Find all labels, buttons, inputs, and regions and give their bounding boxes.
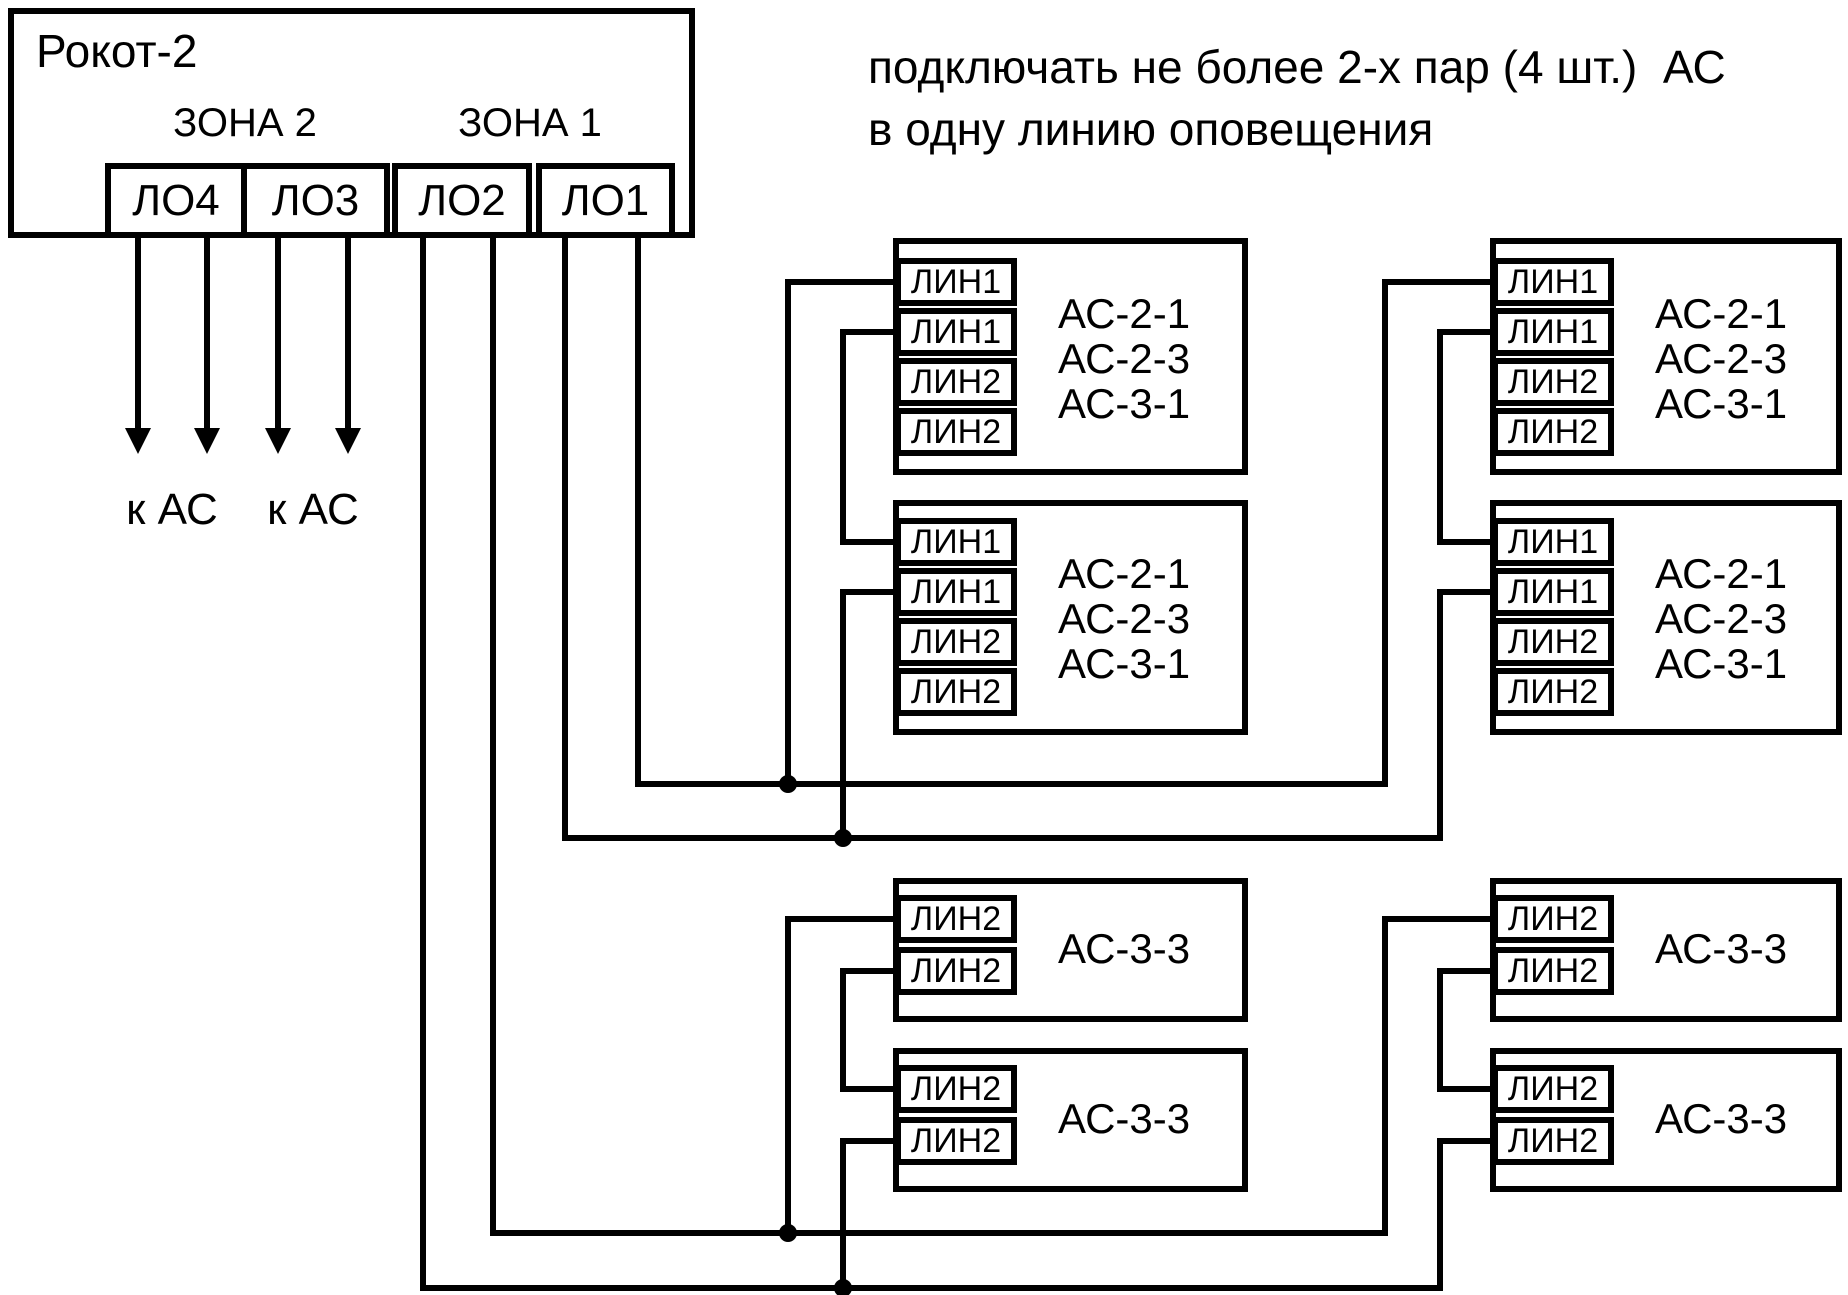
stub-col2-box1-t1 xyxy=(1382,279,1494,285)
branch-col1-box4-t2 xyxy=(840,1138,846,1291)
wire-lo1-b xyxy=(635,238,641,787)
speaker-model-label: АС-2-3 xyxy=(1655,595,1788,642)
arrowhead-icon xyxy=(265,428,291,454)
output-terminal-lo1: ЛО1 xyxy=(536,163,675,238)
terminal-cell: ЛИН1 xyxy=(895,258,1017,306)
stub-col1-box4-t2 xyxy=(840,1138,897,1144)
branch-col2-box3-t1 xyxy=(1382,916,1388,1236)
stub-col2-box1-t2 xyxy=(1437,329,1494,335)
chain-col1-box1-box2 xyxy=(840,329,846,545)
speaker-model-label: АС-3-1 xyxy=(1655,640,1788,687)
stub-col1-box3-t2 xyxy=(840,968,897,974)
speaker-model-label: АС-3-1 xyxy=(1058,640,1191,687)
stub-col2-box4-t1 xyxy=(1437,1086,1494,1092)
speaker-model-label: АС-3-3 xyxy=(1058,1095,1191,1142)
terminal-cell: ЛИН2 xyxy=(1492,618,1614,666)
branch-col1-box3-t1 xyxy=(785,916,791,1236)
stub-col1-box3-t1 xyxy=(785,916,897,922)
speaker-model-label: АС-3-1 xyxy=(1655,380,1788,427)
stub-col1-box1-t1 xyxy=(785,279,897,285)
terminal-cell: ЛИН2 xyxy=(895,947,1017,995)
speaker-model-label: АС-3-1 xyxy=(1058,380,1191,427)
terminal-cell: ЛИН2 xyxy=(895,408,1017,456)
junction-dot xyxy=(779,1224,797,1242)
chain-col2-box3-box4 xyxy=(1437,968,1443,1092)
speaker-model-label: АС-3-3 xyxy=(1655,1095,1788,1142)
arrowhead-icon xyxy=(125,428,151,454)
terminal-cell: ЛИН2 xyxy=(895,358,1017,406)
speaker-model-label: АС-3-3 xyxy=(1655,925,1788,972)
terminal-cell: ЛИН2 xyxy=(895,668,1017,716)
zone1-label: ЗОНА 1 xyxy=(458,101,602,145)
wire-arrow-1 xyxy=(135,238,141,430)
terminal-cell: ЛИН1 xyxy=(1492,518,1614,566)
speaker-model-label: АС-3-3 xyxy=(1058,925,1191,972)
terminal-cell: ЛИН1 xyxy=(895,308,1017,356)
chain-col2-box1-box2 xyxy=(1437,329,1443,545)
note-line-1: подключать не более 2-х пар (4 шт.) АС xyxy=(868,41,1726,93)
stub-col2-box3-t2 xyxy=(1437,968,1494,974)
arrowhead-icon xyxy=(335,428,361,454)
terminal-cell: ЛИН2 xyxy=(1492,668,1614,716)
wire-arrow-3 xyxy=(275,238,281,430)
bus-line2-lower xyxy=(420,1285,1443,1291)
stub-col1-box2-t1 xyxy=(840,539,897,545)
zone2-label: ЗОНА 2 xyxy=(173,101,317,145)
arrowhead-icon xyxy=(194,428,220,454)
terminal-cell: ЛИН1 xyxy=(1492,258,1614,306)
stub-col1-box2-t2 xyxy=(840,589,897,595)
branch-col2-box4-t2 xyxy=(1437,1138,1443,1291)
terminal-cell: ЛИН2 xyxy=(1492,1117,1614,1165)
terminal-cell: ЛИН2 xyxy=(1492,358,1614,406)
bus-line1-lower xyxy=(562,835,1443,841)
terminal-cell: ЛИН2 xyxy=(895,618,1017,666)
branch-col2-box1-t1 xyxy=(1382,279,1388,787)
terminal-cell: ЛИН2 xyxy=(895,1065,1017,1113)
note-line-2: в одну линию оповещения xyxy=(868,103,1434,155)
terminal-cell: ЛИН2 xyxy=(895,1117,1017,1165)
output-terminal-lo3: ЛО3 xyxy=(241,163,390,238)
speaker-model-label: АС-2-3 xyxy=(1058,335,1191,382)
speaker-model-label: АС-2-3 xyxy=(1655,335,1788,382)
terminal-cell: ЛИН1 xyxy=(1492,568,1614,616)
terminal-cell: ЛИН2 xyxy=(1492,1065,1614,1113)
stub-col2-box3-t1 xyxy=(1382,916,1494,922)
stub-col1-box1-t2 xyxy=(840,329,897,335)
terminal-cell: ЛИН2 xyxy=(1492,947,1614,995)
stub-col2-box4-t2 xyxy=(1437,1138,1494,1144)
junction-dot xyxy=(779,775,797,793)
speaker-model-label: АС-2-3 xyxy=(1058,595,1191,642)
bus-line2-upper xyxy=(490,1230,1388,1236)
terminal-cell: ЛИН1 xyxy=(1492,308,1614,356)
branch-col1-box2-t2 xyxy=(840,589,846,841)
terminal-cell: ЛИН1 xyxy=(895,568,1017,616)
speaker-model-label: АС-2-1 xyxy=(1655,550,1788,597)
terminal-cell: ЛИН2 xyxy=(1492,895,1614,943)
to-speakers-label-right: к АС xyxy=(267,485,359,534)
speaker-model-label: АС-2-1 xyxy=(1655,290,1788,337)
stub-col2-box2-t2 xyxy=(1437,589,1494,595)
output-terminal-lo2: ЛО2 xyxy=(392,163,532,238)
junction-dot xyxy=(834,829,852,847)
stub-col2-box2-t1 xyxy=(1437,539,1494,545)
speaker-model-label: АС-2-1 xyxy=(1058,290,1191,337)
output-terminal-lo4: ЛО4 xyxy=(105,163,247,238)
bus-line1-upper xyxy=(635,781,1388,787)
wire-lo2-a xyxy=(420,238,426,1291)
terminal-cell: ЛИН2 xyxy=(895,895,1017,943)
junction-dot xyxy=(834,1279,852,1295)
device-title: Рокот-2 xyxy=(36,25,198,77)
stub-col1-box4-t1 xyxy=(840,1086,897,1092)
wire-arrow-2 xyxy=(204,238,210,430)
wire-lo1-a xyxy=(562,238,568,841)
branch-col2-box2-t2 xyxy=(1437,589,1443,841)
branch-col1-box1-t1 xyxy=(785,279,791,787)
terminal-cell: ЛИН1 xyxy=(895,518,1017,566)
speaker-model-label: АС-2-1 xyxy=(1058,550,1191,597)
wire-arrow-4 xyxy=(345,238,351,430)
terminal-cell: ЛИН2 xyxy=(1492,408,1614,456)
to-speakers-label-left: к АС xyxy=(126,485,218,534)
wire-lo2-b xyxy=(490,238,496,1236)
chain-col1-box3-box4 xyxy=(840,968,846,1092)
